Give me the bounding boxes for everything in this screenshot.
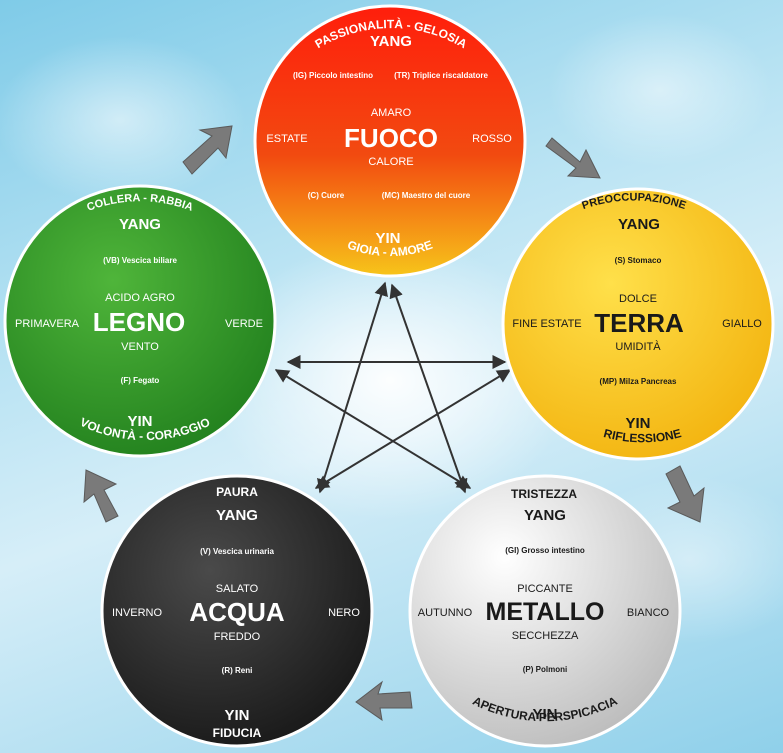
fuoco-organ-top-right: (TR) Triplice riscaldatore	[394, 71, 488, 80]
terra-season: FINE ESTATE	[512, 318, 581, 330]
terra-name: TERRA	[594, 308, 684, 338]
legno-yin: YIN	[127, 413, 152, 430]
acqua-name: ACQUA	[189, 597, 285, 627]
metallo-name: METALLO	[486, 598, 605, 626]
arrow-fuoco-to-terra-icon	[545, 137, 601, 179]
legno-season: PRIMAVERA	[15, 318, 80, 330]
element-legno: COLLERA - RABBIA YANG (VB) Vescica bilia…	[3, 184, 277, 458]
element-terra: PREOCCUPAZIONE YANG (S) Stomaco DOLCE FI…	[501, 187, 775, 461]
arrow-legno-to-fuoco-icon	[182, 125, 233, 175]
terra-emotion-bottom: RIFLESSIONE	[602, 426, 683, 445]
svg-text:GIOIA - AMORE: GIOIA - AMORE	[346, 238, 435, 259]
terra-climate: UMIDITÀ	[615, 340, 661, 353]
acqua-organ-top: (V) Vescica urinaria	[200, 547, 274, 556]
metallo-flavor: PICCANTE	[517, 583, 573, 595]
fuoco-circle	[253, 4, 527, 278]
acqua-climate: FREDDO	[214, 631, 261, 643]
metallo-climate: SECCHEZZA	[512, 630, 579, 642]
metallo-circle	[408, 474, 682, 748]
arrow-terra-to-metallo-icon	[665, 465, 705, 523]
fuoco-organ-bottom-right: (MC) Maestro del cuore	[382, 191, 471, 200]
acqua-flavor: SALATO	[216, 583, 259, 595]
fuoco-name: FUOCO	[344, 123, 438, 153]
legno-name: LEGNO	[93, 307, 185, 337]
legno-flavor: ACIDO AGRO	[105, 292, 175, 304]
terra-yang: YANG	[618, 216, 660, 233]
legno-organ-bottom: (F) Fegato	[121, 376, 160, 385]
arrow-acqua-to-legno-icon	[83, 469, 119, 523]
acqua-emotion-bottom: FIDUCIA	[213, 726, 262, 740]
acqua-color: NERO	[328, 607, 360, 619]
terra-circle	[501, 187, 775, 461]
fuoco-color: ROSSO	[472, 133, 512, 145]
control-cycle-star	[274, 281, 512, 494]
legno-color: VERDE	[225, 318, 263, 330]
legno-organ-top: (VB) Vescica biliare	[103, 256, 177, 265]
metallo-organ-bottom: (P) Polmoni	[523, 665, 567, 674]
acqua-yang: YANG	[216, 507, 258, 524]
metallo-season: AUTUNNO	[418, 607, 473, 619]
terra-organ-bottom: (MP) Milza Pancreas	[600, 377, 677, 386]
generation-arrows	[83, 125, 705, 722]
terra-flavor: DOLCE	[619, 293, 657, 305]
element-acqua: PAURA YANG (V) Vescica urinaria SALATO I…	[100, 474, 374, 748]
fuoco-yang: YANG	[370, 33, 412, 50]
star-line-legno-metallo	[274, 369, 472, 489]
fuoco-yin: YIN	[375, 230, 400, 247]
metallo-emotion-top: TRISTEZZA	[511, 487, 577, 501]
acqua-emotion-top: PAURA	[216, 485, 258, 499]
fuoco-climate: CALORE	[368, 156, 413, 168]
star-line-fuoco-metallo	[389, 283, 468, 494]
metallo-yang: YANG	[524, 507, 566, 524]
acqua-season: INVERNO	[112, 607, 163, 619]
metallo-yin: YIN	[532, 706, 557, 723]
star-line-fuoco-acqua	[317, 281, 388, 494]
terra-yin: YIN	[625, 415, 650, 432]
metallo-color: BIANCO	[627, 607, 670, 619]
terra-color: GIALLO	[722, 318, 762, 330]
fuoco-organ-bottom-left: (C) Cuore	[308, 191, 345, 200]
acqua-yin: YIN	[224, 707, 249, 724]
element-fuoco: PASSIONALITÀ - GELOSIA YANG (IG) Piccolo…	[253, 4, 527, 278]
fuoco-organ-top-left: (IG) Piccolo intestino	[293, 71, 373, 80]
legno-circle	[3, 184, 277, 458]
acqua-circle	[100, 474, 374, 748]
legno-climate: VENTO	[121, 341, 159, 353]
metallo-organ-top: (GI) Grosso intestino	[505, 546, 585, 555]
acqua-organ-bottom: (R) Reni	[222, 666, 253, 675]
legno-yang: YANG	[119, 216, 161, 233]
fuoco-emotion-bottom: GIOIA - AMORE	[346, 238, 435, 259]
star-line-terra-acqua	[314, 369, 512, 489]
element-metallo: TRISTEZZA YANG (GI) Grosso intestino PIC…	[408, 474, 682, 748]
arrow-metallo-to-acqua-icon	[355, 680, 413, 722]
fuoco-flavor: AMARO	[371, 107, 412, 119]
svg-text:RIFLESSIONE: RIFLESSIONE	[602, 426, 683, 445]
terra-organ-top: (S) Stomaco	[615, 256, 662, 265]
fuoco-season: ESTATE	[266, 133, 307, 145]
